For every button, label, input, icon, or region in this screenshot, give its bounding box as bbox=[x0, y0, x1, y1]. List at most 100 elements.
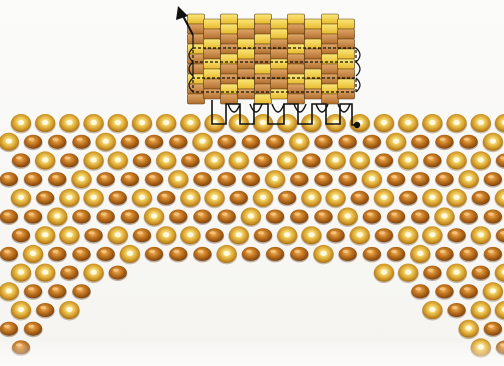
gold-bead bbox=[301, 189, 322, 209]
bronze-bead bbox=[0, 322, 18, 338]
tan-bead-cell bbox=[238, 89, 255, 99]
bronze-bead bbox=[375, 153, 394, 169]
bronze-bead bbox=[96, 172, 115, 188]
bronze-bead bbox=[169, 135, 188, 151]
gold-bead bbox=[216, 245, 237, 265]
tan-bead-cell bbox=[238, 59, 255, 69]
yellow-bead-cell bbox=[271, 29, 288, 39]
yellow-bead-cell bbox=[288, 44, 305, 54]
bronze-bead bbox=[362, 210, 381, 226]
bronze-bead bbox=[254, 153, 273, 169]
yellow-bead-cell bbox=[288, 74, 305, 84]
bronze-bead bbox=[205, 228, 224, 244]
gold-bead bbox=[204, 189, 225, 209]
bronze-bead bbox=[0, 172, 18, 188]
bronze-bead bbox=[302, 153, 321, 169]
gold-bead bbox=[470, 151, 491, 171]
bottom-fade bbox=[0, 340, 504, 366]
bronze-bead bbox=[350, 191, 369, 207]
yellow-bead-cell bbox=[255, 34, 272, 44]
yellow-bead-cell bbox=[221, 24, 238, 34]
yellow-bead-cell bbox=[338, 79, 355, 89]
gold-bead bbox=[23, 245, 44, 265]
bronze-bead bbox=[338, 135, 357, 151]
bronze-bead bbox=[471, 266, 490, 282]
bronze-bead bbox=[241, 172, 260, 188]
bronze-bead bbox=[314, 135, 333, 151]
bronze-bead bbox=[229, 191, 248, 207]
tan-bead-cell bbox=[221, 64, 238, 74]
gold-bead bbox=[470, 301, 491, 321]
bronze-bead bbox=[217, 210, 236, 226]
bronze-bead bbox=[483, 210, 502, 226]
bronze-bead bbox=[72, 210, 91, 226]
gold-bead bbox=[59, 189, 80, 209]
tan-bead-cell bbox=[322, 34, 339, 44]
yellow-bead-cell bbox=[204, 19, 221, 29]
bronze-bead bbox=[459, 247, 478, 263]
gold-bead bbox=[11, 114, 32, 134]
bronze-bead bbox=[72, 135, 91, 151]
yellow-bead-cell bbox=[255, 64, 272, 74]
tan-bead-cell bbox=[221, 34, 238, 44]
yellow-bead-cell bbox=[238, 49, 255, 59]
yellow-bead-cell bbox=[255, 94, 272, 104]
bronze-bead bbox=[471, 191, 490, 207]
bronze-bead bbox=[133, 153, 152, 169]
tan-bead-cell bbox=[288, 34, 305, 44]
gold-bead bbox=[35, 264, 56, 284]
bronze-bead bbox=[217, 172, 236, 188]
bronze-bead bbox=[411, 135, 430, 151]
gold-bead bbox=[132, 189, 153, 209]
gold-bead bbox=[386, 133, 407, 153]
gold-bead bbox=[156, 151, 177, 171]
gold-bead bbox=[398, 264, 419, 284]
gold-bead bbox=[144, 208, 165, 228]
bronze-bead bbox=[48, 135, 67, 151]
gold-bead bbox=[313, 245, 334, 265]
gold-bead bbox=[398, 114, 419, 134]
tan-bead-cell bbox=[322, 44, 339, 54]
gold-bead bbox=[11, 301, 32, 321]
bronze-bead bbox=[96, 210, 115, 226]
yellow-bead-cell bbox=[221, 14, 238, 24]
gold-bead bbox=[83, 264, 104, 284]
bronze-bead bbox=[387, 247, 406, 263]
gold-bead bbox=[446, 189, 467, 209]
yellow-bead-cell bbox=[204, 39, 221, 49]
yellow-bead-cell bbox=[338, 19, 355, 29]
bronze-bead bbox=[0, 210, 18, 226]
gold-bead bbox=[0, 133, 19, 153]
tan-bead-cell bbox=[305, 29, 322, 39]
bronze-bead bbox=[483, 322, 502, 338]
bronze-bead bbox=[145, 247, 164, 263]
gold-bead bbox=[240, 208, 261, 228]
bronze-bead bbox=[108, 191, 127, 207]
bronze-bead bbox=[120, 135, 139, 151]
tan-bead-cell bbox=[238, 29, 255, 39]
tan-bead-cell bbox=[221, 44, 238, 54]
tan-bead-cell bbox=[204, 49, 221, 59]
bronze-bead bbox=[145, 172, 164, 188]
gold-bead bbox=[337, 208, 358, 228]
gold-bead bbox=[482, 282, 503, 302]
bronze-bead bbox=[435, 247, 454, 263]
bronze-bead bbox=[447, 303, 466, 319]
gold-bead bbox=[83, 114, 104, 134]
bronze-bead bbox=[496, 228, 504, 244]
gold-bead bbox=[132, 114, 153, 134]
yellow-bead-cell bbox=[338, 59, 355, 69]
thread-anchor-loop bbox=[272, 104, 284, 112]
tan-bead-cell bbox=[271, 79, 288, 89]
tan-bead-cell bbox=[305, 89, 322, 99]
gold-bead bbox=[361, 170, 382, 190]
bronze-bead bbox=[387, 210, 406, 226]
bronze-bead bbox=[169, 210, 188, 226]
bronze-bead bbox=[338, 247, 357, 263]
gold-bead bbox=[277, 226, 298, 246]
tan-bead-cell bbox=[221, 74, 238, 84]
bronze-bead bbox=[145, 135, 164, 151]
gold-bead bbox=[422, 226, 443, 246]
gold-bead bbox=[410, 245, 431, 265]
gold-bead bbox=[228, 226, 249, 246]
